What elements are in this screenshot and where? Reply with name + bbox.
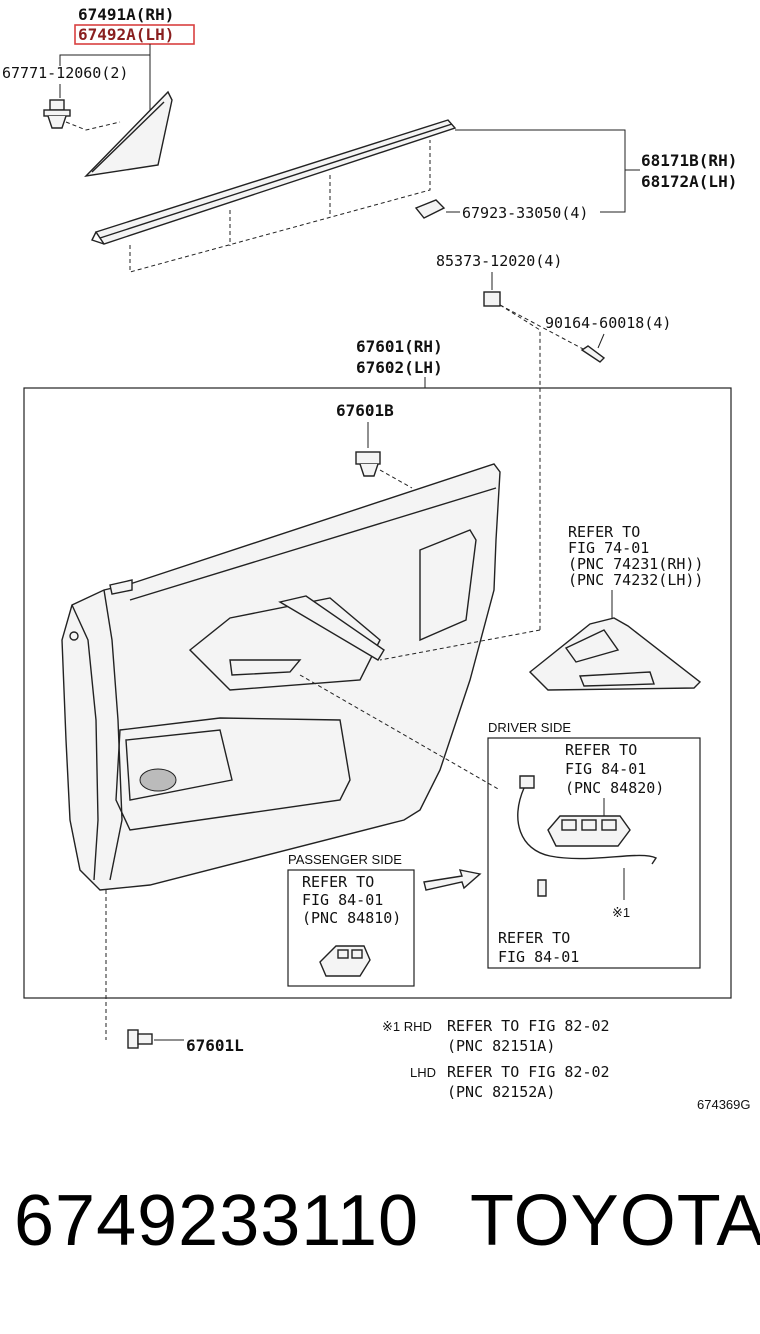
corner-garnish-icon: [84, 90, 173, 178]
note-lhd-ref: REFER TO FIG 82-02: [447, 1063, 610, 1081]
label-67602: 67602(LH): [356, 358, 443, 377]
label-67601b: 67601B: [336, 401, 394, 420]
driver-mark: ※1: [612, 905, 630, 920]
ref74-line1: REFER TO: [568, 523, 640, 541]
figure-code: 674369G: [697, 1097, 751, 1112]
driver-side-title: DRIVER SIDE: [488, 720, 571, 735]
switch-base-icon: [528, 617, 702, 691]
arrow-icon: [423, 869, 482, 891]
passenger-side-box: [287, 869, 415, 987]
note-rhd-ref: REFER TO FIG 82-02: [447, 1017, 610, 1035]
footer: 6749233110 TOYOTA: [0, 1180, 760, 1290]
label-67601l: 67601L: [186, 1036, 244, 1055]
bracket-68171: [455, 129, 626, 213]
parts-diagram: 67491A(RH) 67492A(LH) 67771-12060(2) 681…: [2, 5, 751, 1112]
brand-name: TOYOTA: [470, 1181, 760, 1261]
dash-clip-to-corner: [65, 121, 121, 131]
driver-switch-icon: [517, 775, 658, 897]
screw-90164-icon: [580, 345, 606, 363]
label-67923-33050: 67923-33050(4): [462, 204, 588, 222]
label-90164-60018: 90164-60018(4): [545, 314, 671, 332]
dash-switch-to-driver: [299, 674, 501, 791]
leader-90164: [597, 333, 605, 349]
driver-ref2-line1: REFER TO: [498, 929, 570, 947]
dash-nut-screw: [499, 304, 586, 351]
label-67491a: 67491A(RH): [78, 5, 174, 24]
driver-ref-line1: REFER TO: [565, 741, 637, 759]
clip-67923-icon: [414, 199, 446, 219]
ref74-line2: FIG 74-01: [568, 539, 649, 557]
passenger-side-title: PASSENGER SIDE: [288, 852, 402, 867]
driver-ref-line2: FIG 84-01: [565, 760, 646, 778]
dash-moulding-1: [129, 140, 431, 273]
label-67492a[interactable]: 67492A(LH): [78, 25, 174, 44]
clip-67771-icon: [43, 99, 71, 129]
nut-85373-icon: [483, 291, 501, 307]
passenger-switch-icon: [319, 945, 371, 977]
dash-nut: [499, 304, 541, 630]
passenger-ref-line1: REFER TO: [302, 873, 374, 891]
passenger-ref-line2: FIG 84-01: [302, 891, 383, 909]
driver-ref2-line2: FIG 84-01: [498, 948, 579, 966]
part-number: 6749233110: [14, 1181, 420, 1261]
leader-67491: [59, 44, 151, 66]
passenger-ref-line3: (PNC 84810): [302, 909, 401, 927]
note-rhd-pnc: (PNC 82151A): [447, 1037, 555, 1055]
note-rhd-mark: ※1 RHD: [382, 1019, 432, 1034]
label-67601: 67601(RH): [356, 337, 443, 356]
label-85373-12020: 85373-12020(4): [436, 252, 562, 270]
clip-67601l-icon: [127, 1029, 153, 1049]
ref74-line3: (PNC 74231(RH)): [568, 555, 703, 573]
driver-ref-line3: (PNC 84820): [565, 779, 664, 797]
note-lhd-mark: LHD: [410, 1065, 436, 1080]
label-68171b: 68171B(RH): [641, 151, 737, 170]
note-lhd-pnc: (PNC 82152A): [447, 1083, 555, 1101]
driver-side-box: [487, 737, 701, 969]
highlight-box: [74, 24, 195, 45]
label-68172a: 68172A(LH): [641, 172, 737, 191]
door-trim-panel-icon: [61, 463, 501, 891]
door-panel-frame: [23, 387, 732, 999]
belt-moulding-icon: [91, 119, 457, 245]
clip-67601b-icon: [355, 451, 381, 477]
dash-clip-67601b: [379, 469, 413, 489]
dash-panel-switch: [379, 629, 541, 661]
label-67771-12060: 67771-12060(2): [2, 64, 128, 82]
ref74-line4: (PNC 74232(LH)): [568, 571, 703, 589]
